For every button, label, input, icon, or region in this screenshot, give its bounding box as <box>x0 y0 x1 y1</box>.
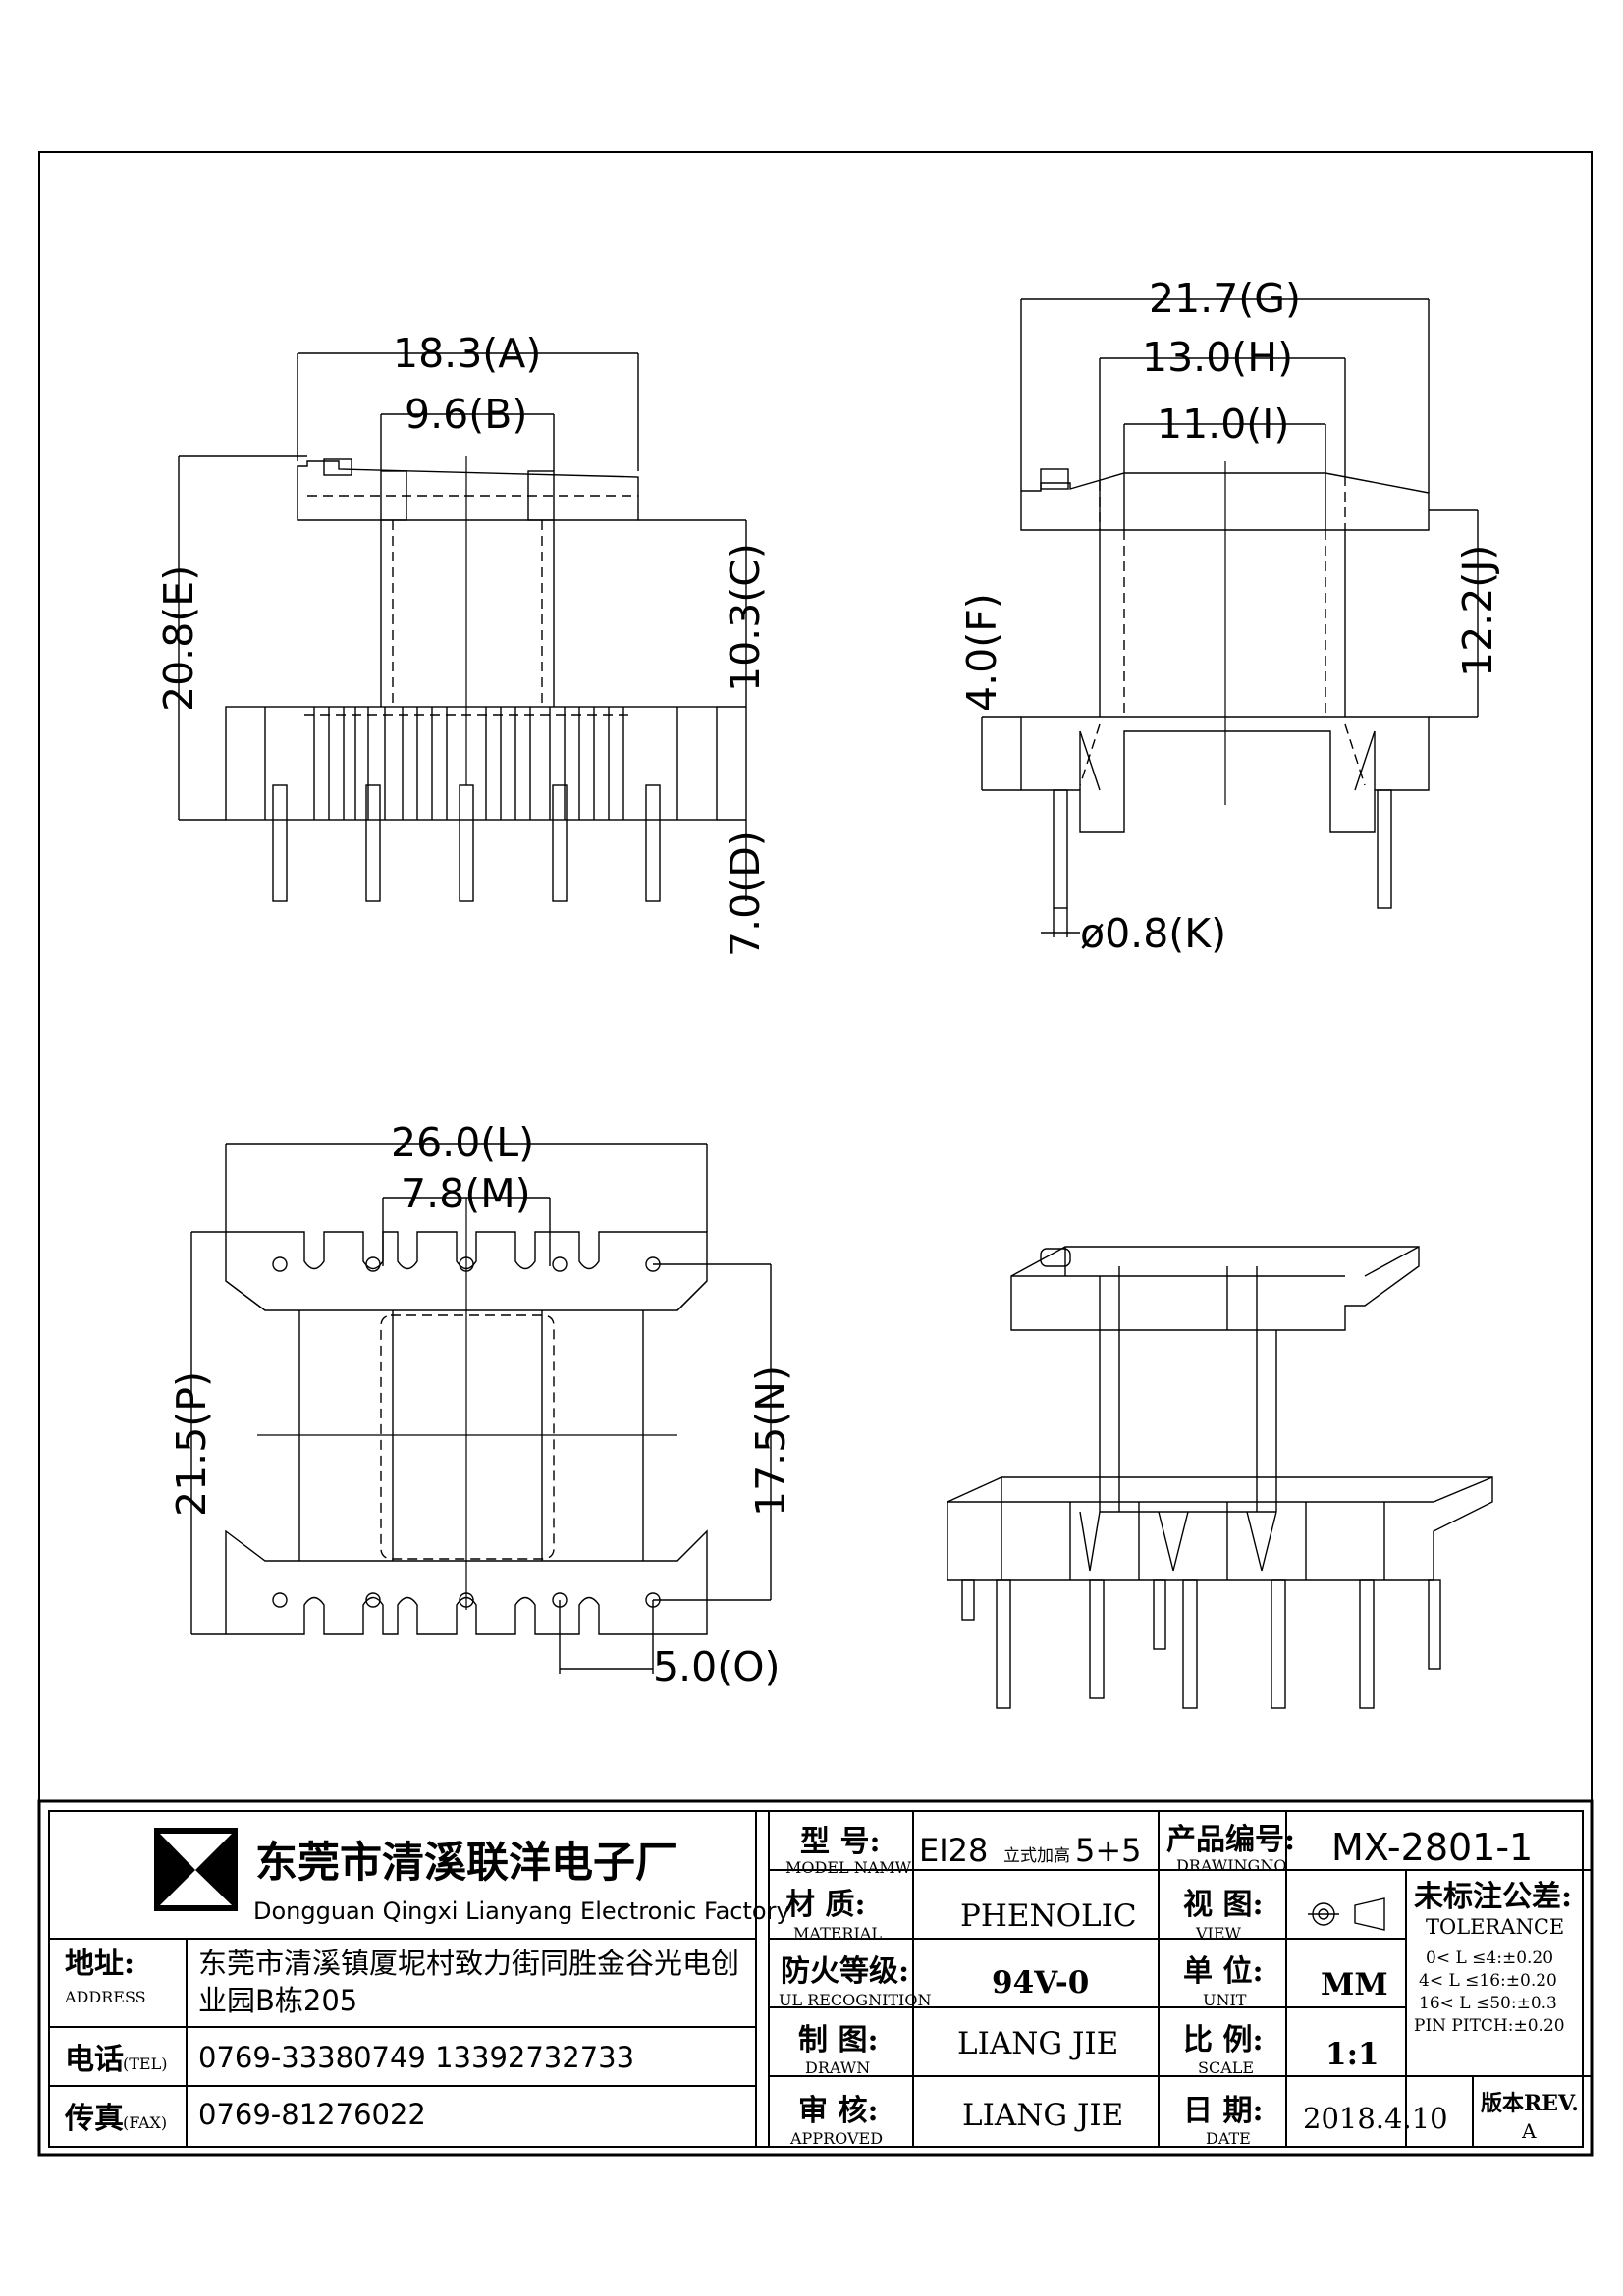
dim-D: 7.0(D) <box>722 830 769 957</box>
iso-view <box>947 1246 1493 1709</box>
tolerance-line-1: 0< L ≤4:±0.20 <box>1426 1949 1553 1968</box>
drawingno-label-cn: 产品编号: <box>1166 1823 1295 1857</box>
projection-symbol-icon <box>1308 1897 1385 1931</box>
dim-F: 4.0(F) <box>958 593 1005 712</box>
material-value: PHENOLIC <box>960 1898 1137 1934</box>
rev-value: A <box>1521 2119 1537 2143</box>
dim-C: 10.3(C) <box>722 543 769 692</box>
model-value-a: EI28 <box>919 1832 988 1869</box>
unit-value: MM <box>1321 1967 1388 2002</box>
tolerance-line-2: 4< L ≤16:±0.20 <box>1419 1971 1557 1991</box>
company-logo <box>154 1828 238 1911</box>
drawingno-value: MX-2801-1 <box>1331 1826 1533 1869</box>
approved-label-en: APPROVED <box>789 2129 883 2148</box>
address-line1: 东莞市清溪镇厦坭村致力街同胜金谷光电创 <box>198 1947 739 1980</box>
dim-L: 26.0(L) <box>391 1119 534 1166</box>
approved-value: LIANG JIE <box>962 2098 1123 2133</box>
dim-M: 7.8(M) <box>401 1170 531 1217</box>
address-label-en: ADDRESS <box>64 1988 146 2006</box>
view-label-cn: 视 图: <box>1183 1888 1264 1922</box>
fax-label-cn: 传真 <box>64 2102 124 2136</box>
ul-value: 94V-0 <box>992 1965 1089 2001</box>
tolerance-label-cn: 未标注公差: <box>1414 1880 1572 1914</box>
approved-label-cn: 审 核: <box>798 2094 879 2128</box>
dim-G: 21.7(G) <box>1149 275 1301 322</box>
model-label-cn: 型 号: <box>800 1825 881 1859</box>
dim-K: ø0.8(K) <box>1080 910 1226 957</box>
drawn-label-en: DRAWN <box>805 2058 870 2077</box>
address-label-cn: 地址: <box>65 1947 135 1981</box>
dim-H: 13.0(H) <box>1142 334 1293 381</box>
model-value-c: 5+5 <box>1075 1832 1142 1869</box>
drawn-label-cn: 制 图: <box>798 2023 879 2057</box>
tolerance-line-3: 16< L ≤50:±0.3 <box>1419 1994 1557 2013</box>
title-block-frame <box>37 1799 1594 2157</box>
scale-value: 1:1 <box>1325 2037 1380 2072</box>
address-line2: 业园B栋205 <box>198 1984 357 2017</box>
unit-label-cn: 单 位: <box>1183 1954 1264 1989</box>
front-view <box>178 352 747 902</box>
dim-P: 21.5(P) <box>168 1371 215 1517</box>
date-value: 2018.4.10 <box>1303 2102 1448 2135</box>
unit-label-en: UNIT <box>1203 1991 1247 2009</box>
tel-value: 0769-33380749 13392732733 <box>198 2041 634 2074</box>
tel-label-cn: 电话 <box>65 2043 124 2077</box>
top-view <box>190 1143 772 1674</box>
tolerance-line-4: PIN PITCH:±0.20 <box>1414 2016 1565 2036</box>
scale-label-en: SCALE <box>1198 2058 1254 2077</box>
date-label-en: DATE <box>1206 2129 1251 2148</box>
scale-label-cn: 比 例: <box>1183 2023 1264 2057</box>
ul-label-cn: 防火等级: <box>781 1954 909 1989</box>
fax-value: 0769-81276022 <box>198 2098 426 2131</box>
dim-E: 20.8(E) <box>155 565 202 712</box>
ul-label-en: UL RECOGNITION <box>779 1991 932 2009</box>
tel-label-en: (TEL) <box>123 2055 167 2073</box>
company-name-en: Dongguan Qingxi Lianyang Electronic Fact… <box>253 1897 790 1925</box>
material-label-en: MATERIAL <box>793 1924 882 1943</box>
date-label-cn: 日 期: <box>1183 2094 1264 2128</box>
rev-label: 版本REV. <box>1481 2091 1579 2116</box>
drawn-value: LIANG JIE <box>957 2026 1118 2061</box>
fax-label-en: (FAX) <box>123 2113 167 2132</box>
dim-N: 17.5(N) <box>747 1365 794 1517</box>
material-label-cn: 材 质: <box>785 1888 866 1922</box>
dim-O: 5.0(O) <box>653 1643 780 1690</box>
dim-B: 9.6(B) <box>405 391 527 438</box>
dim-J: 12.2(J) <box>1454 545 1501 677</box>
model-label-en: MODEL NAMW <box>785 1858 912 1877</box>
company-name-cn: 东莞市清溪联洋电子厂 <box>255 1839 677 1888</box>
view-label-en: VIEW <box>1195 1924 1242 1943</box>
drawingno-label-en: DRAWINGNO. <box>1176 1856 1291 1875</box>
dim-I: 11.0(I) <box>1157 400 1289 448</box>
dim-A: 18.3(A) <box>393 330 541 377</box>
side-view <box>981 298 1479 937</box>
tolerance-label-en: TOLERANCE <box>1426 1915 1564 1939</box>
model-value-b: 立式加高 <box>1003 1846 1070 1866</box>
